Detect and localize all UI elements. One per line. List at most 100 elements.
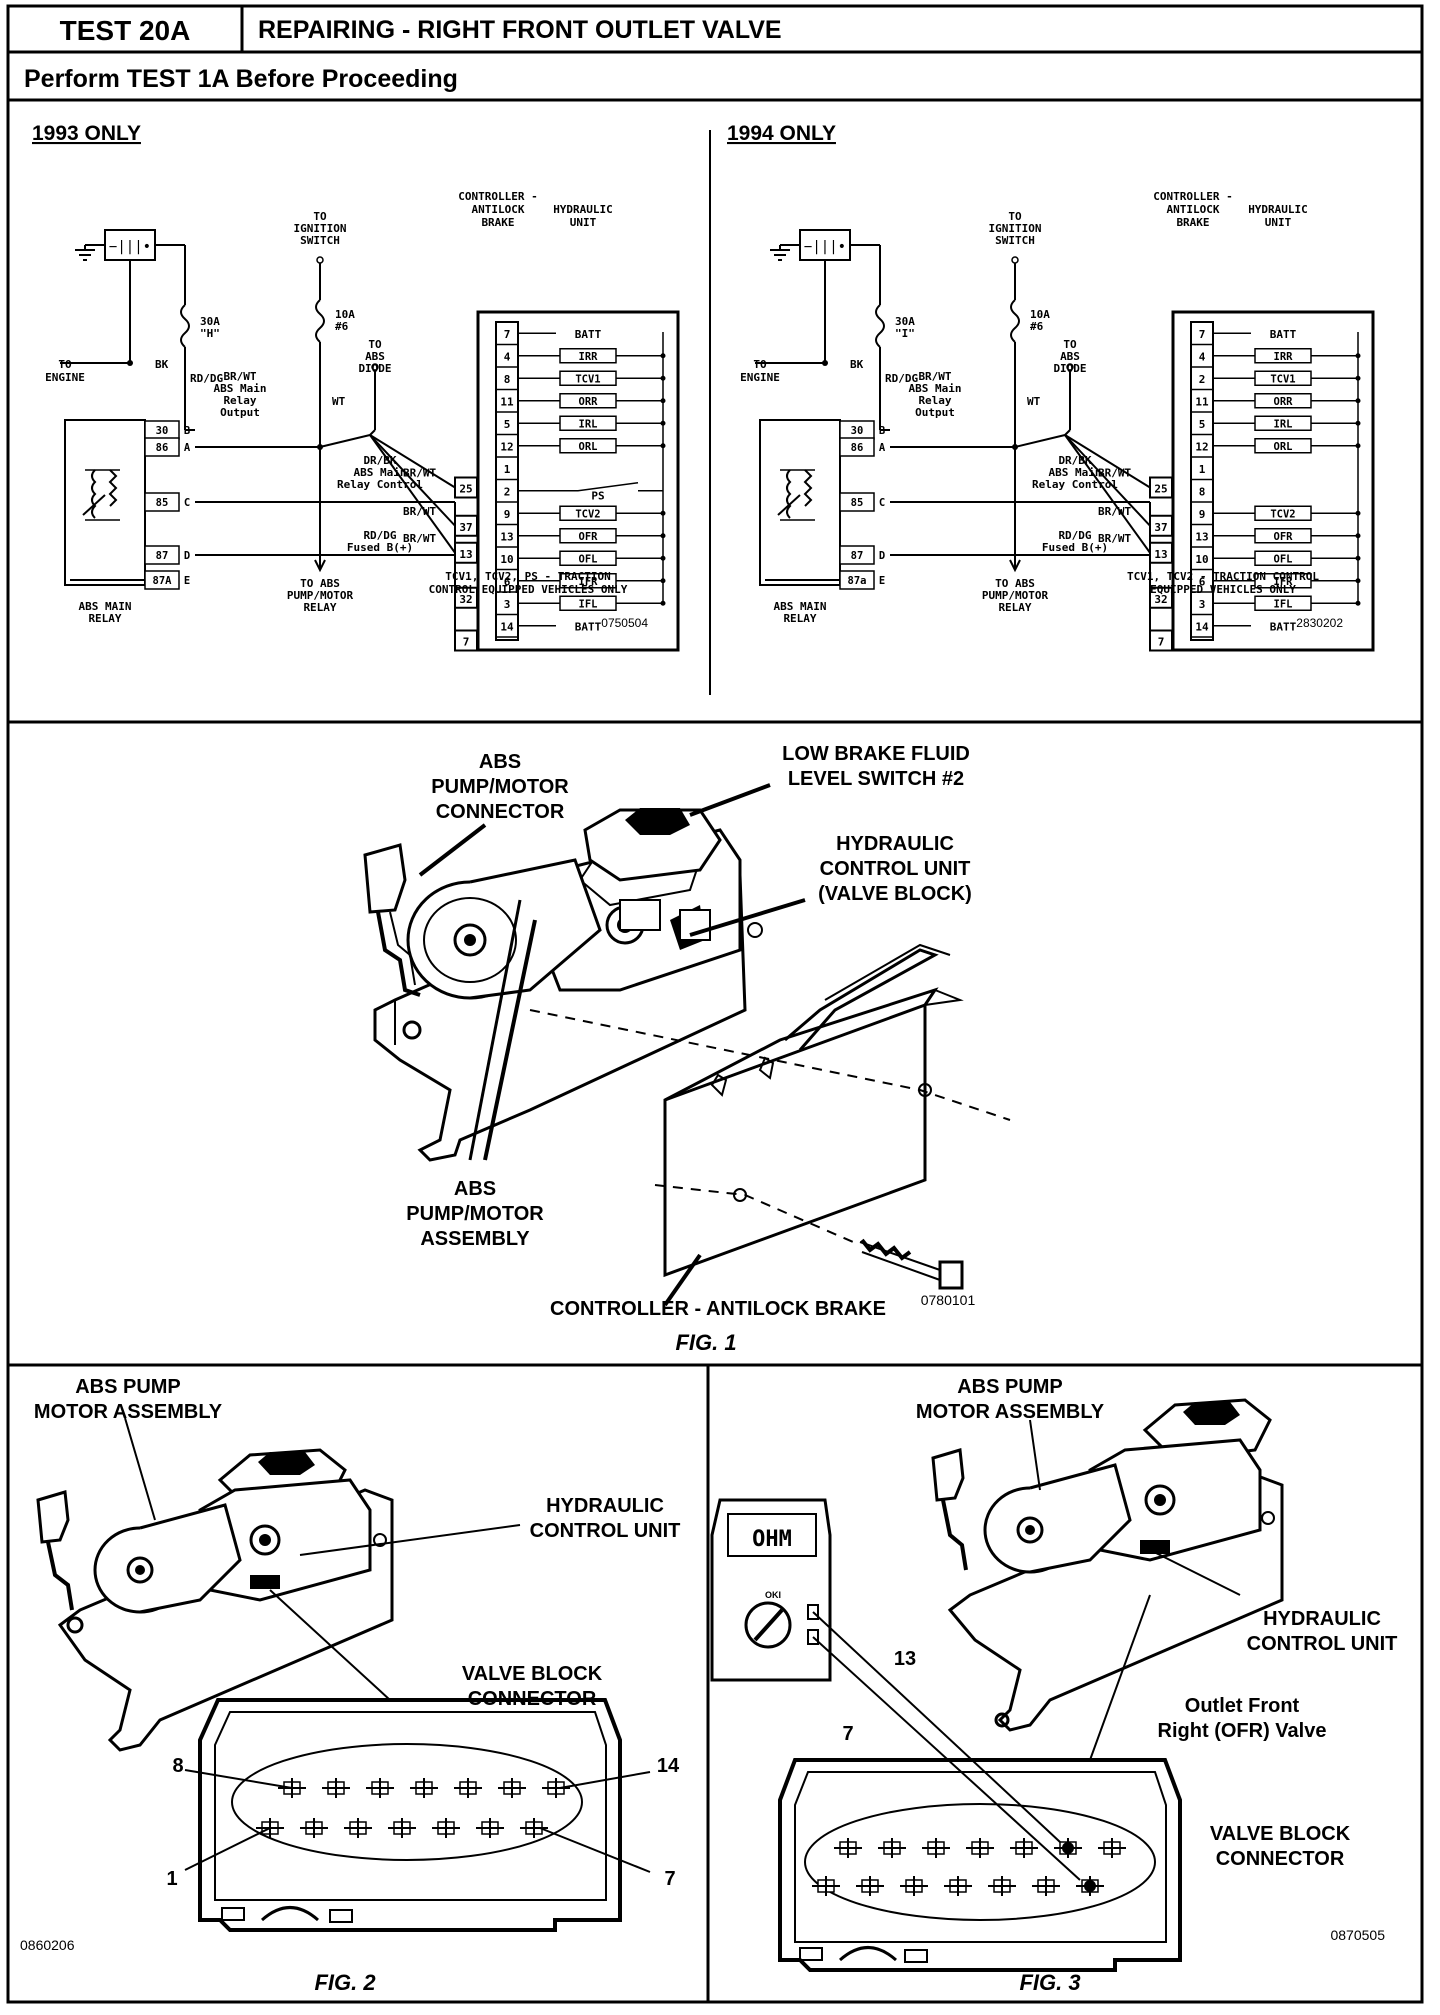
relay-pin-letter-4: E xyxy=(184,575,190,587)
battery-symbol: −|||• xyxy=(109,239,151,255)
schematic-note-2: EQUIPPED VEHICLES ONLY xyxy=(1150,583,1296,596)
relay-control-label-0: DR/BK xyxy=(1058,454,1091,467)
fig3-pin-bottom-2 xyxy=(856,1876,884,1896)
solenoid-label-tcv2: TCV2 xyxy=(1270,508,1295,520)
controller-label-1: ANTILOCK xyxy=(472,203,525,216)
ohmmeter-display xyxy=(727,1513,817,1557)
fig1-label-pump-assembly-1: ABS xyxy=(454,1178,496,1200)
solenoid-label-irl: IRL xyxy=(1274,418,1293,430)
relay-pin-letter-3: D xyxy=(879,550,885,562)
fig2-pin-top-11 xyxy=(410,1778,438,1798)
controller-pin-9: 9 xyxy=(504,508,511,521)
side-pin-13: 13 xyxy=(1154,548,1167,561)
fig3-labels: ABS PUMP MOTOR ASSEMBLY HYDRAULIC CONTRO… xyxy=(842,1376,1397,1870)
fig1-label-pump-connector-1: ABS xyxy=(479,751,521,773)
fig3-pin-bottom-4 xyxy=(944,1876,972,1896)
relay-pin-letter-3: D xyxy=(184,550,190,562)
solenoid-label-ifl: IFL xyxy=(579,598,598,610)
relay-control-label-1: ABS Main xyxy=(354,466,407,479)
controller-pin-14: 14 xyxy=(500,621,514,634)
to-abs-pump-2: RELAY xyxy=(998,601,1031,614)
controller-pin-11: 11 xyxy=(1195,396,1209,409)
fused-label-1: Fused B(+) xyxy=(1042,541,1108,554)
fig2-label-pump-2: MOTOR ASSEMBLY xyxy=(34,1401,223,1423)
relay-pin-87a: 87a xyxy=(848,575,867,587)
side-pin-7: 7 xyxy=(1158,636,1165,649)
controller-pin-7: 7 xyxy=(504,328,511,341)
controller-pin-10: 10 xyxy=(500,553,513,566)
solenoid-label-ofr: OFR xyxy=(579,531,599,543)
relay-output-label-3: Output xyxy=(915,406,955,419)
solenoid-label-orl: ORL xyxy=(579,441,598,453)
controller-pin-1: 1 xyxy=(504,463,511,476)
hcu-batt: BATT xyxy=(1270,328,1297,341)
fig3-pin-bottom-3 xyxy=(900,1876,928,1896)
fig1-reservoir xyxy=(583,808,722,882)
fig3-valve-block-connector xyxy=(778,1758,1182,1972)
side-pin-37: 37 xyxy=(1154,521,1167,534)
controller-pin-11: 11 xyxy=(500,396,514,409)
relay-output-label-2: Relay xyxy=(223,394,256,407)
relay-control-label-2: Relay Control xyxy=(1032,478,1118,491)
fig1-illustration xyxy=(363,783,1011,1307)
fig1-label-hcu-2: CONTROL UNIT xyxy=(820,858,971,880)
fig2-label-hcu-1: HYDRAULIC xyxy=(546,1495,664,1517)
controller-pin-2: 2 xyxy=(504,486,511,499)
fig2-pin-bottom-6 xyxy=(476,1818,504,1838)
ohmmeter-dial-label: OKI xyxy=(765,1590,781,1600)
fig2-pin-7: 7 xyxy=(664,1868,675,1890)
controller-pin-1: 1 xyxy=(1199,463,1206,476)
battery-symbol: −|||• xyxy=(804,239,846,255)
relay-pin-30: 30 xyxy=(851,425,864,437)
relay-pin-box-3 xyxy=(144,545,180,565)
fuse-30a xyxy=(875,304,885,348)
to-engine-2: ENGINE xyxy=(740,371,780,384)
fig2-label-pump-1: ABS PUMP xyxy=(75,1376,181,1398)
relay-output-label-1: ABS Main xyxy=(214,382,267,395)
solenoid-label-irr: IRR xyxy=(579,351,599,363)
fig2-pin-bottom-3 xyxy=(344,1818,372,1838)
fig1-mounting-bolt xyxy=(938,1260,964,1290)
wire-wt: WT xyxy=(1027,395,1041,408)
hcu-batt: BATT xyxy=(575,328,602,341)
controller-pin-9: 9 xyxy=(1199,508,1206,521)
fuse-30a-name: "I" xyxy=(895,327,915,340)
controller-label-0: CONTROLLER - xyxy=(1153,190,1232,203)
controller-pin-6: 6 xyxy=(504,576,511,589)
controller-pin-10: 10 xyxy=(1195,553,1208,566)
fig1-label-pump-connector-3: CONNECTOR xyxy=(436,801,565,823)
fig2-pin-bottom-2 xyxy=(300,1818,328,1838)
solenoid-label-orr: ORR xyxy=(1274,396,1294,408)
side-pin-25: 25 xyxy=(1154,483,1167,496)
fuse-30a-name: "H" xyxy=(200,327,220,340)
relay-pin-letter-2: C xyxy=(184,497,190,509)
abs-main-relay xyxy=(64,419,146,586)
schematic-note-1: TCV1, TCV2 - TRACTION CONTROL xyxy=(1127,570,1319,583)
fig1-label-hcu-3: (VALVE BLOCK) xyxy=(818,883,972,905)
hcu-label-1: UNIT xyxy=(570,216,597,229)
schematic-heading: 1993 ONLY xyxy=(32,122,141,145)
fuse-10a-name: #6 xyxy=(1030,320,1044,333)
fuse-30a xyxy=(180,304,190,348)
controller-label-2: BRAKE xyxy=(1176,216,1209,229)
schematic-ref: 2830202 xyxy=(1296,616,1343,630)
fig3-illustration xyxy=(710,1398,1284,1972)
controller-pin-12: 12 xyxy=(1195,441,1208,454)
relay-pin-box-3 xyxy=(839,545,875,565)
controller-pin-3: 3 xyxy=(504,598,511,611)
to-abs-diode-2: DIODE xyxy=(358,362,391,375)
relay-output-label-0: BR/WT xyxy=(223,370,256,383)
hcu-ps: PS xyxy=(591,490,604,503)
fuse-30a-label: 30A xyxy=(895,315,915,328)
fig2-caption: FIG. 2 xyxy=(314,1970,376,1995)
to-abs-diode-0: TO xyxy=(368,338,382,351)
solenoid-label-irr: IRR xyxy=(1274,351,1294,363)
page-subtitle: Perform TEST 1A Before Proceeding xyxy=(24,65,458,93)
wire-brwt-2: BR/WT xyxy=(1098,532,1131,545)
solenoid-label-tcv2: TCV2 xyxy=(575,508,600,520)
controller-label-1: ANTILOCK xyxy=(1167,203,1220,216)
to-abs-diode-1: ABS xyxy=(365,350,385,363)
hcu-label-1: UNIT xyxy=(1265,216,1292,229)
